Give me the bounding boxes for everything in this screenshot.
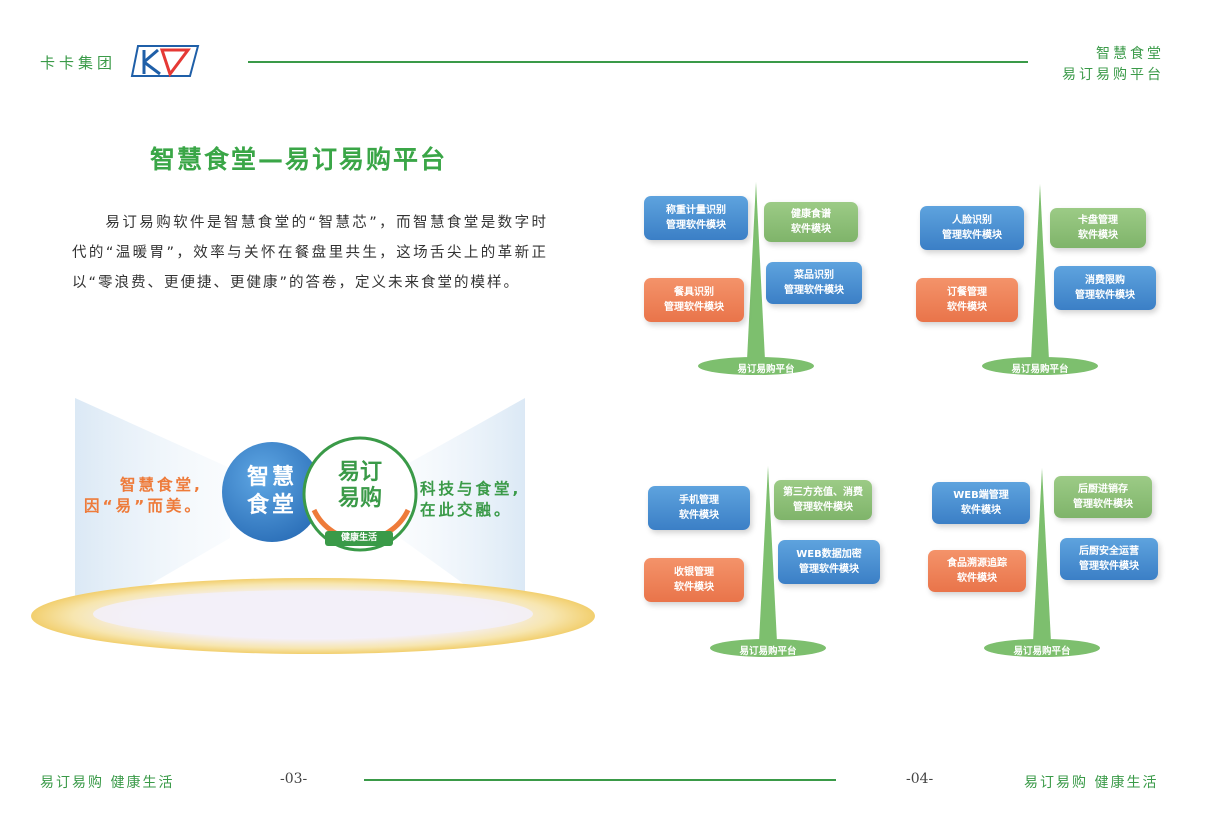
module-tree-1: 称重计量识别管理软件模块 健康食谱软件模块 餐具识别管理软件模块 菜品识别管理软…: [636, 176, 896, 376]
module-line1: 后厨安全运营: [1079, 546, 1139, 557]
tree-trunk-icon: [698, 182, 814, 375]
slogan-right-line1: 科技与食堂,: [420, 480, 522, 498]
page-title: 智慧食堂—易订易购平台: [150, 145, 448, 174]
tree-trunk-icon: [710, 466, 826, 657]
module-box: 后厨安全运营管理软件模块: [1060, 538, 1158, 580]
module-line2: 软件模块: [947, 302, 987, 313]
module-line1: 菜品识别: [794, 270, 834, 281]
page-number-left: -03-: [280, 771, 308, 787]
hero-badge-label: 易订 易购: [320, 460, 400, 512]
footer-right-slogan: 易订易购 健康生活: [1024, 775, 1159, 791]
module-line1: 卡盘管理: [1078, 215, 1118, 226]
module-tree-3: 手机管理软件模块 第三方充值、消费管理软件模块 收银管理软件模块 WEB数据加密…: [640, 460, 900, 660]
slogan-left-line1: 智慧食堂,: [119, 476, 203, 494]
module-box: 菜品识别管理软件模块: [766, 262, 862, 304]
module-box: 手机管理软件模块: [648, 486, 750, 530]
slogan-left-line2: 因“易”而美。: [84, 497, 203, 515]
module-box: 卡盘管理软件模块: [1050, 208, 1146, 248]
module-line2: 管理软件模块: [942, 230, 1002, 241]
module-line2: 管理软件模块: [1079, 561, 1139, 572]
module-line2: 管理软件模块: [1073, 499, 1133, 510]
intro-paragraph: 易订易购软件是智慧食堂的“智慧芯”，而智慧食堂是数字时代的“温暖胃”，效率与关怀…: [72, 208, 548, 298]
module-box: 称重计量识别管理软件模块: [644, 196, 748, 240]
module-line1: 后厨进销存: [1078, 484, 1128, 495]
slogan-right: 科技与食堂, 在此交融。: [420, 479, 521, 521]
module-box: 健康食谱软件模块: [764, 202, 858, 242]
module-tree-4: WEB端管理软件模块 后厨进销存管理软件模块 食品溯源追踪软件模块 后厨安全运营…: [914, 460, 1174, 660]
page-number-right: -04-: [906, 771, 934, 787]
header-right-title: 智慧食堂 易订易购平台: [1062, 44, 1164, 86]
hero-circle-label: 智慧 食堂: [232, 464, 312, 520]
tree-trunk-icon: [982, 184, 1098, 375]
tree-trunk-icon: [984, 468, 1100, 657]
platform-label: 易订易购平台: [1011, 364, 1069, 375]
platform-label: 易订易购平台: [1013, 646, 1071, 657]
platform-label: 易订易购平台: [739, 646, 797, 657]
module-box: 收银管理软件模块: [644, 558, 744, 602]
module-line1: 消费限购: [1085, 275, 1125, 286]
module-line2: 软件模块: [679, 510, 719, 521]
kk-logo-icon: [130, 45, 200, 78]
module-box: WEB数据加密管理软件模块: [778, 540, 880, 584]
module-line1: 称重计量识别: [666, 205, 726, 216]
module-line2: 软件模块: [957, 573, 997, 584]
intro-text: 易订易购软件是智慧食堂的“智慧芯”，而智慧食堂是数字时代的“温暖胃”，效率与关怀…: [72, 215, 548, 291]
module-box: 第三方充值、消费管理软件模块: [774, 480, 872, 520]
module-line1: 健康食谱: [791, 209, 831, 220]
platform-label: 易订易购平台: [737, 364, 795, 375]
footer-divider: [364, 779, 836, 781]
module-line1: 第三方充值、消费: [783, 487, 863, 498]
module-line1: WEB数据加密: [796, 549, 862, 560]
header-right-line2: 易订易购平台: [1062, 67, 1164, 83]
module-line2: 软件模块: [791, 224, 831, 235]
module-line2: 管理软件模块: [793, 502, 853, 513]
module-line2: 管理软件模块: [784, 285, 844, 296]
header-right-line1: 智慧食堂: [1096, 46, 1164, 62]
module-line1: WEB端管理: [953, 490, 1009, 501]
hero-illustration: [31, 398, 595, 654]
hero-badge-ribbon: 健康生活: [325, 531, 393, 546]
module-box: 人脸识别管理软件模块: [920, 206, 1024, 250]
footer-left-slogan: 易订易购 健康生活: [40, 775, 175, 791]
module-line2: 管理软件模块: [666, 220, 726, 231]
module-line2: 软件模块: [674, 582, 714, 593]
hero-circle-line2: 食堂: [246, 493, 297, 518]
module-line1: 食品溯源追踪: [947, 558, 1007, 569]
module-line1: 收银管理: [674, 567, 714, 578]
module-box: 消费限购管理软件模块: [1054, 266, 1156, 310]
module-line2: 软件模块: [960, 505, 1001, 516]
header-divider: [248, 61, 1028, 63]
module-box: 餐具识别管理软件模块: [644, 278, 744, 322]
module-line1: 手机管理: [679, 495, 719, 506]
module-line1: 订餐管理: [947, 287, 987, 298]
slogan-left: 智慧食堂, 因“易”而美。: [84, 475, 203, 517]
module-tree-2: 人脸识别管理软件模块 卡盘管理软件模块 订餐管理软件模块 消费限购管理软件模块 …: [912, 176, 1172, 376]
module-line1: 餐具识别: [674, 287, 714, 298]
brand-name: 卡卡集团: [40, 54, 117, 72]
hero-badge-line1: 易订: [337, 460, 382, 485]
module-line2: 管理软件模块: [664, 302, 724, 313]
slogan-right-line2: 在此交融。: [420, 501, 513, 519]
module-box: 后厨进销存管理软件模块: [1054, 476, 1152, 518]
module-line2: 管理软件模块: [798, 564, 859, 575]
module-box: WEB端管理软件模块: [932, 482, 1030, 524]
module-box: 食品溯源追踪软件模块: [928, 550, 1026, 592]
module-line1: 人脸识别: [952, 215, 992, 226]
module-line2: 软件模块: [1078, 230, 1118, 241]
hero-badge-line2: 易购: [337, 486, 382, 511]
module-line2: 管理软件模块: [1075, 290, 1135, 301]
module-box: 订餐管理软件模块: [916, 278, 1018, 322]
hero-circle-line1: 智慧: [246, 465, 297, 490]
